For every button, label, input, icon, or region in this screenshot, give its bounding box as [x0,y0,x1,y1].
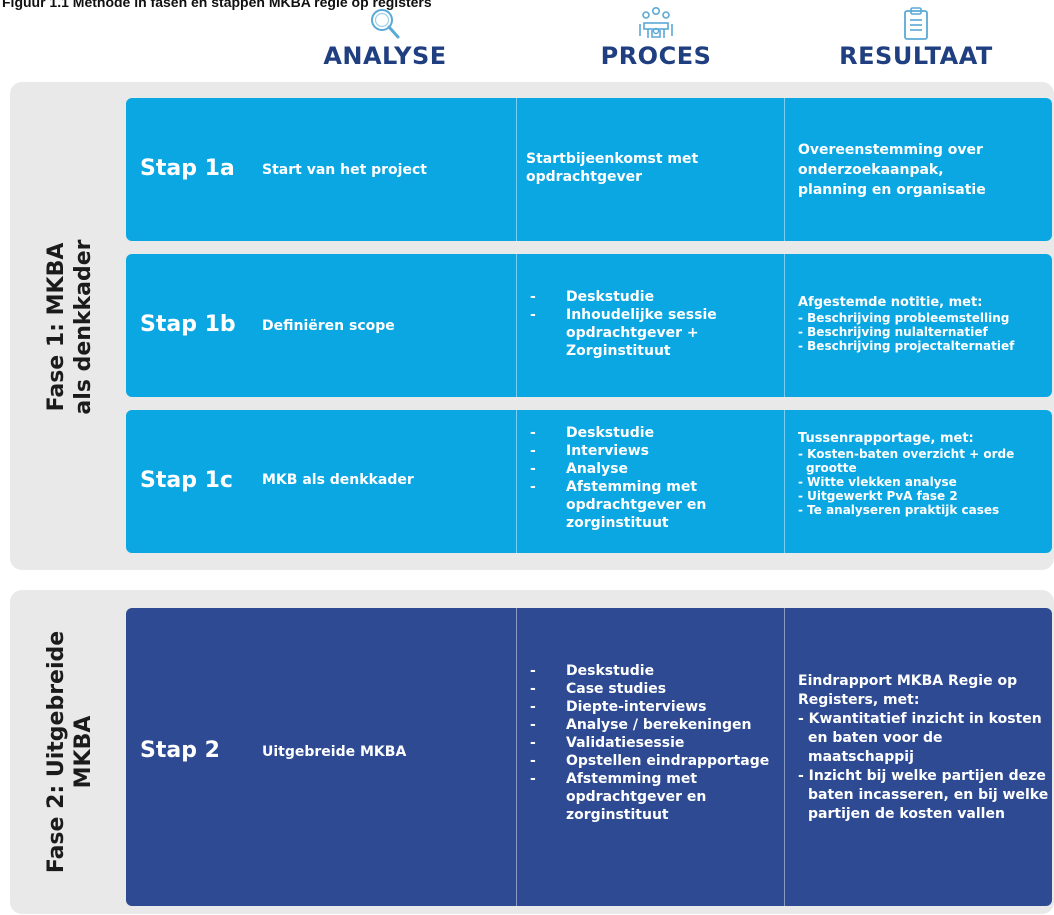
step-title: MKB als denkkader [262,472,414,488]
proces-item: Validatiesessie [526,734,778,752]
proces-item: Opstellen eindrapportage [526,752,778,770]
step-label: Stap 1c [140,468,233,493]
step-label: Stap 1a [140,156,235,181]
proces-item: Afstemming met opdrachtgever en zorginst… [526,478,778,532]
step-2-row: Stap 2 Uitgebreide MKBA Deskstudie Case … [126,608,1052,906]
column-label-proces: PROCES [600,42,712,70]
step-label: Stap 1b [140,312,236,337]
resultaat-item: - Kwantitatief inzicht in kosten en bate… [798,711,1042,765]
step-title: Uitgebreide MKBA [262,744,407,760]
step-proces: Deskstudie Interviews Analyse Afstemming… [526,424,778,532]
phase-2-label: Fase 2: Uitgebreide MKBA [44,630,96,874]
step-label: Stap 2 [140,738,220,763]
resultaat-item: - Kosten-baten overzicht + orde grootte [798,447,1015,475]
step-1a-row: Stap 1a Start van het project Startbijee… [126,98,1052,241]
figure-caption: Figuur 1.1 Methode in fasen en stappen M… [2,0,432,10]
resultaat-item: - Beschrijving nulalternatief [798,325,988,339]
step-proces: Deskstudie Case studies Diepte-interview… [526,662,778,824]
resultaat-item: - Beschrijving projectalternatief [798,339,1015,353]
step-resultaat: Eindrapport MKBA Regie op Registers, met… [798,672,1052,824]
step-proces: Startbijeenkomst met opdrachtgever [526,151,699,185]
step-title: Definiëren scope [262,318,395,334]
column-header-analyse: ANALYSE [285,6,485,70]
step-resultaat: Tussenrapportage, met: - Kosten-baten ov… [798,430,1052,517]
proces-item: Diepte-interviews [526,698,778,716]
resultaat-item: - Te analyseren praktijk cases [798,503,1000,517]
column-label-resultaat: RESULTAAT [839,42,993,70]
magnifier-icon [371,9,400,39]
step-1b-row: Stap 1b Definiëren scope Deskstudie Inho… [126,254,1052,397]
proces-item: Deskstudie [526,424,778,442]
column-header-resultaat: RESULTAAT [816,6,1016,70]
proces-item: Analyse / berekeningen [526,716,778,734]
step-resultaat: Overeenstemming over onderzoekaanpak, pl… [798,142,986,198]
clipboard-icon [904,7,928,40]
proces-item: Analyse [526,460,778,478]
proces-item: Case studies [526,680,778,698]
step-resultaat: Afgestemde notitie, met: - Beschrijving … [798,294,1052,353]
resultaat-item: - Witte vlekken analyse [798,475,957,489]
resultaat-item: - Uitgewerkt PvA fase 2 [798,489,958,503]
proces-item: Inhoudelijke sessie opdrachtgever + Zorg… [526,306,778,360]
proces-item: Interviews [526,442,778,460]
proces-item: Deskstudie [526,288,778,306]
step-proces: Deskstudie Inhoudelijke sessie opdrachtg… [526,288,778,360]
step-1c-row: Stap 1c MKB als denkkader Deskstudie Int… [126,410,1052,553]
meeting-icon [639,6,673,38]
column-label-analyse: ANALYSE [323,42,447,70]
column-header-proces: PROCES [556,6,756,70]
phase-1-label: Fase 1: MKBA als denkkader [44,239,96,415]
step-title: Start van het project [262,162,427,178]
proces-item: Deskstudie [526,662,778,680]
resultaat-item: - Inzicht bij welke partijen deze baten … [798,768,1049,822]
resultaat-item: - Beschrijving probleemstelling [798,311,1010,325]
proces-item: Afstemming met opdrachtgever en zorginst… [526,770,778,824]
